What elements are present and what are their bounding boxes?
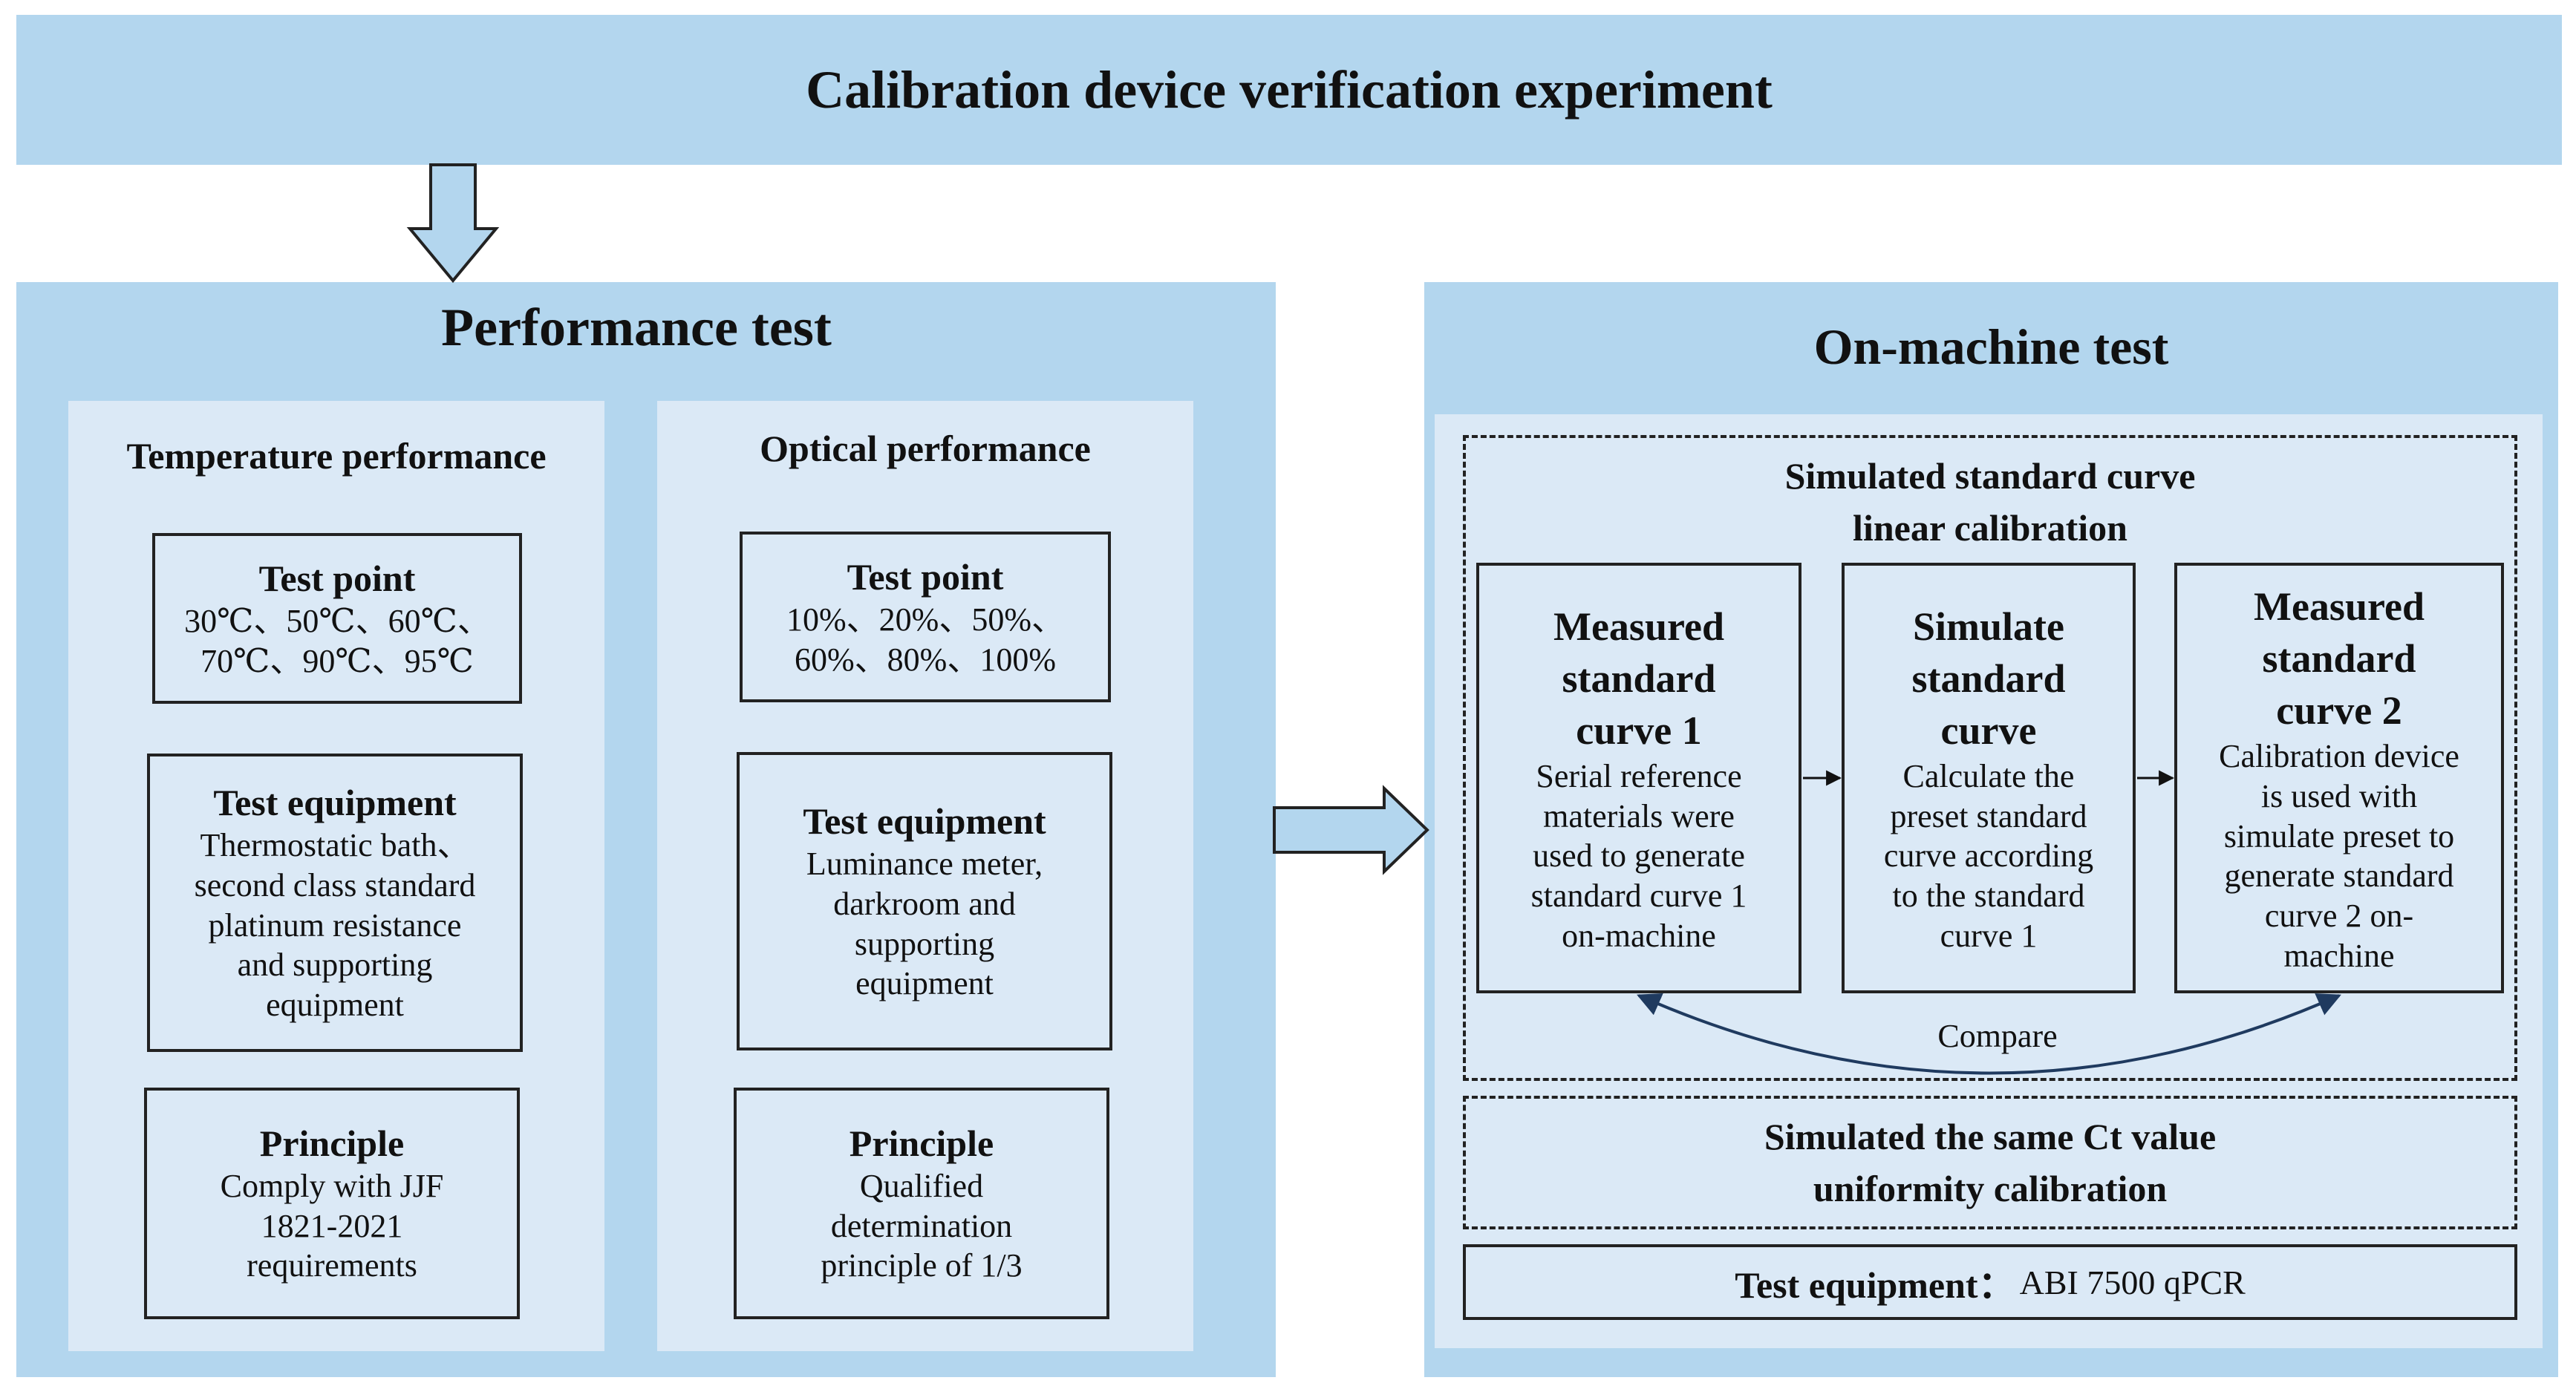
optical-principle-label: Principle <box>849 1122 994 1164</box>
on-machine-test-equipment-bar: Test equipment： ABI 7500 qPCR <box>1463 1244 2517 1320</box>
right-arrow-icon <box>1273 785 1429 875</box>
optical-test-point-values-1: 10%、20%、50%、 <box>786 601 1064 638</box>
optical-test-point-values-2: 60%、80%、100% <box>795 641 1056 678</box>
linear-calibration-title-line-2: linear calibration <box>1853 507 2127 549</box>
temperature-test-point-box: Test point 30℃、50℃、60℃、 70℃、90℃、95℃ <box>152 533 522 704</box>
uniformity-calibration-group: Simulated the same Ct value uniformity c… <box>1463 1096 2517 1229</box>
measured-curve-1-text-line: used to generate <box>1533 837 1745 875</box>
compare-label: Compare <box>1937 1018 2058 1054</box>
optical-equipment-line: supporting <box>854 925 995 962</box>
measured-curve-2-text-line: generate standard <box>2224 857 2454 895</box>
temperature-equipment-line: platinum resistance <box>208 906 462 944</box>
measured-curve-2-text-line: Calibration device <box>2219 738 2459 775</box>
measured-curve-2-title-line: Measured <box>2254 584 2425 629</box>
optical-test-equipment-label: Test equipment <box>803 800 1046 843</box>
temperature-principle-line: 1821-2021 <box>261 1207 403 1244</box>
simulate-curve-title-line: Simulate <box>1912 604 2064 649</box>
measured-standard-curve-2-box: Measured standard curve 2 Calibration de… <box>2174 563 2504 993</box>
optical-principle-line: determination <box>830 1207 1013 1244</box>
measured-curve-2-text-line: simulate preset to <box>2223 817 2455 854</box>
on-machine-equipment-value: ABI 7500 qPCR <box>2019 1263 2246 1301</box>
simulate-standard-curve-box: Simulate standard curve Calculate the pr… <box>1842 563 2136 993</box>
optical-test-point-label: Test point <box>847 555 1004 598</box>
linear-calibration-title: Simulated standard curve linear calibrat… <box>1463 450 2517 554</box>
temperature-principle-box: Principle Comply with JJF 1821-2021 requ… <box>144 1088 520 1319</box>
temperature-test-point-label: Test point <box>258 557 416 599</box>
temperature-equipment-line: and supporting <box>237 947 433 984</box>
temperature-equipment-line: second class standard <box>194 866 476 903</box>
uniformity-title-line-2: uniformity calibration <box>1813 1168 2168 1209</box>
on-machine-inner-panel <box>1435 414 2543 1348</box>
simulate-curve-text-line: preset standard <box>1890 797 2087 834</box>
temperature-principle-line: Comply with JJF <box>220 1167 444 1204</box>
temperature-performance-title: Temperature performance <box>126 435 547 477</box>
optical-principle-box: Principle Qualified determination princi… <box>734 1088 1109 1319</box>
measured-curve-2-title-line: standard <box>2262 635 2416 681</box>
measured-curve-1-text-line: on-machine <box>1562 917 1716 954</box>
simulate-curve-text-line: curve 1 <box>1940 917 2038 954</box>
temperature-test-point-values-2: 70℃、90℃、95℃ <box>200 642 474 679</box>
measured-curve-1-text-line: standard curve 1 <box>1530 877 1747 915</box>
simulate-curve-title-line: curve <box>1940 707 2037 753</box>
measured-curve-1-title-line: Measured <box>1553 604 1724 649</box>
temperature-principle-label: Principle <box>259 1122 405 1164</box>
optical-equipment-line: Luminance meter, <box>806 846 1043 883</box>
simulate-curve-text-line: curve according <box>1883 837 2094 875</box>
uniformity-title-line-1: Simulated the same Ct value <box>1764 1116 2217 1157</box>
optical-test-point-box: Test point 10%、20%、50%、 60%、80%、100% <box>740 532 1111 702</box>
performance-test-title: Performance test <box>441 298 832 357</box>
measured-curve-1-text-line: Serial reference <box>1536 758 1742 795</box>
optical-equipment-line: equipment <box>855 965 994 1002</box>
measured-curve-1-title-line: standard <box>1562 656 1716 701</box>
optical-equipment-line: darkroom and <box>833 885 1016 922</box>
measured-curve-2-title-line: curve 2 <box>2276 688 2402 733</box>
compare-curve <box>1637 993 2341 1075</box>
optical-performance-panel <box>657 401 1193 1351</box>
measured-curve-1-title-line: curve 1 <box>1576 707 1702 753</box>
linear-calibration-title-line-1: Simulated standard curve <box>1784 455 2196 497</box>
on-machine-equipment-label: Test equipment： <box>1735 1264 2015 1306</box>
measured-curve-1-text-line: materials were <box>1543 797 1735 834</box>
simulate-curve-title-line: standard <box>1911 656 2066 701</box>
experiment-title-banner: Calibration device verification experime… <box>16 15 2562 165</box>
temperature-test-point-values-1: 30℃、50℃、60℃、 <box>184 602 490 639</box>
simulate-curve-text-line: to the standard <box>1892 877 2085 915</box>
linear-calibration-group <box>1463 435 2517 1081</box>
temperature-equipment-line: Thermostatic bath、 <box>200 827 470 864</box>
temperature-equipment-line: equipment <box>266 987 404 1023</box>
temperature-test-equipment-label: Test equipment <box>213 782 457 824</box>
measured-standard-curve-1-box: Measured standard curve 1 Serial referen… <box>1476 563 1801 993</box>
temperature-principle-line: requirements <box>247 1247 417 1284</box>
measured-curve-2-text-line: curve 2 on- <box>2264 897 2414 934</box>
measured-curve-2-text-line: is used with <box>2260 777 2418 814</box>
optical-test-equipment-box: Test equipment Luminance meter, darkroom… <box>737 752 1112 1050</box>
experiment-title: Calibration device verification experime… <box>806 59 1773 120</box>
simulate-curve-text-line: Calculate the <box>1902 758 2075 795</box>
optical-principle-line: principle of 1/3 <box>821 1247 1023 1284</box>
optical-performance-title: Optical performance <box>760 428 1091 469</box>
temperature-test-equipment-box: Test equipment Thermostatic bath、 second… <box>147 754 523 1052</box>
optical-principle-line: Qualified <box>859 1167 984 1204</box>
measured-curve-2-text-line: machine <box>2283 937 2395 974</box>
down-arrow-icon <box>406 163 500 284</box>
temperature-performance-panel <box>68 401 604 1351</box>
on-machine-test-title: On-machine test <box>1813 318 2169 375</box>
